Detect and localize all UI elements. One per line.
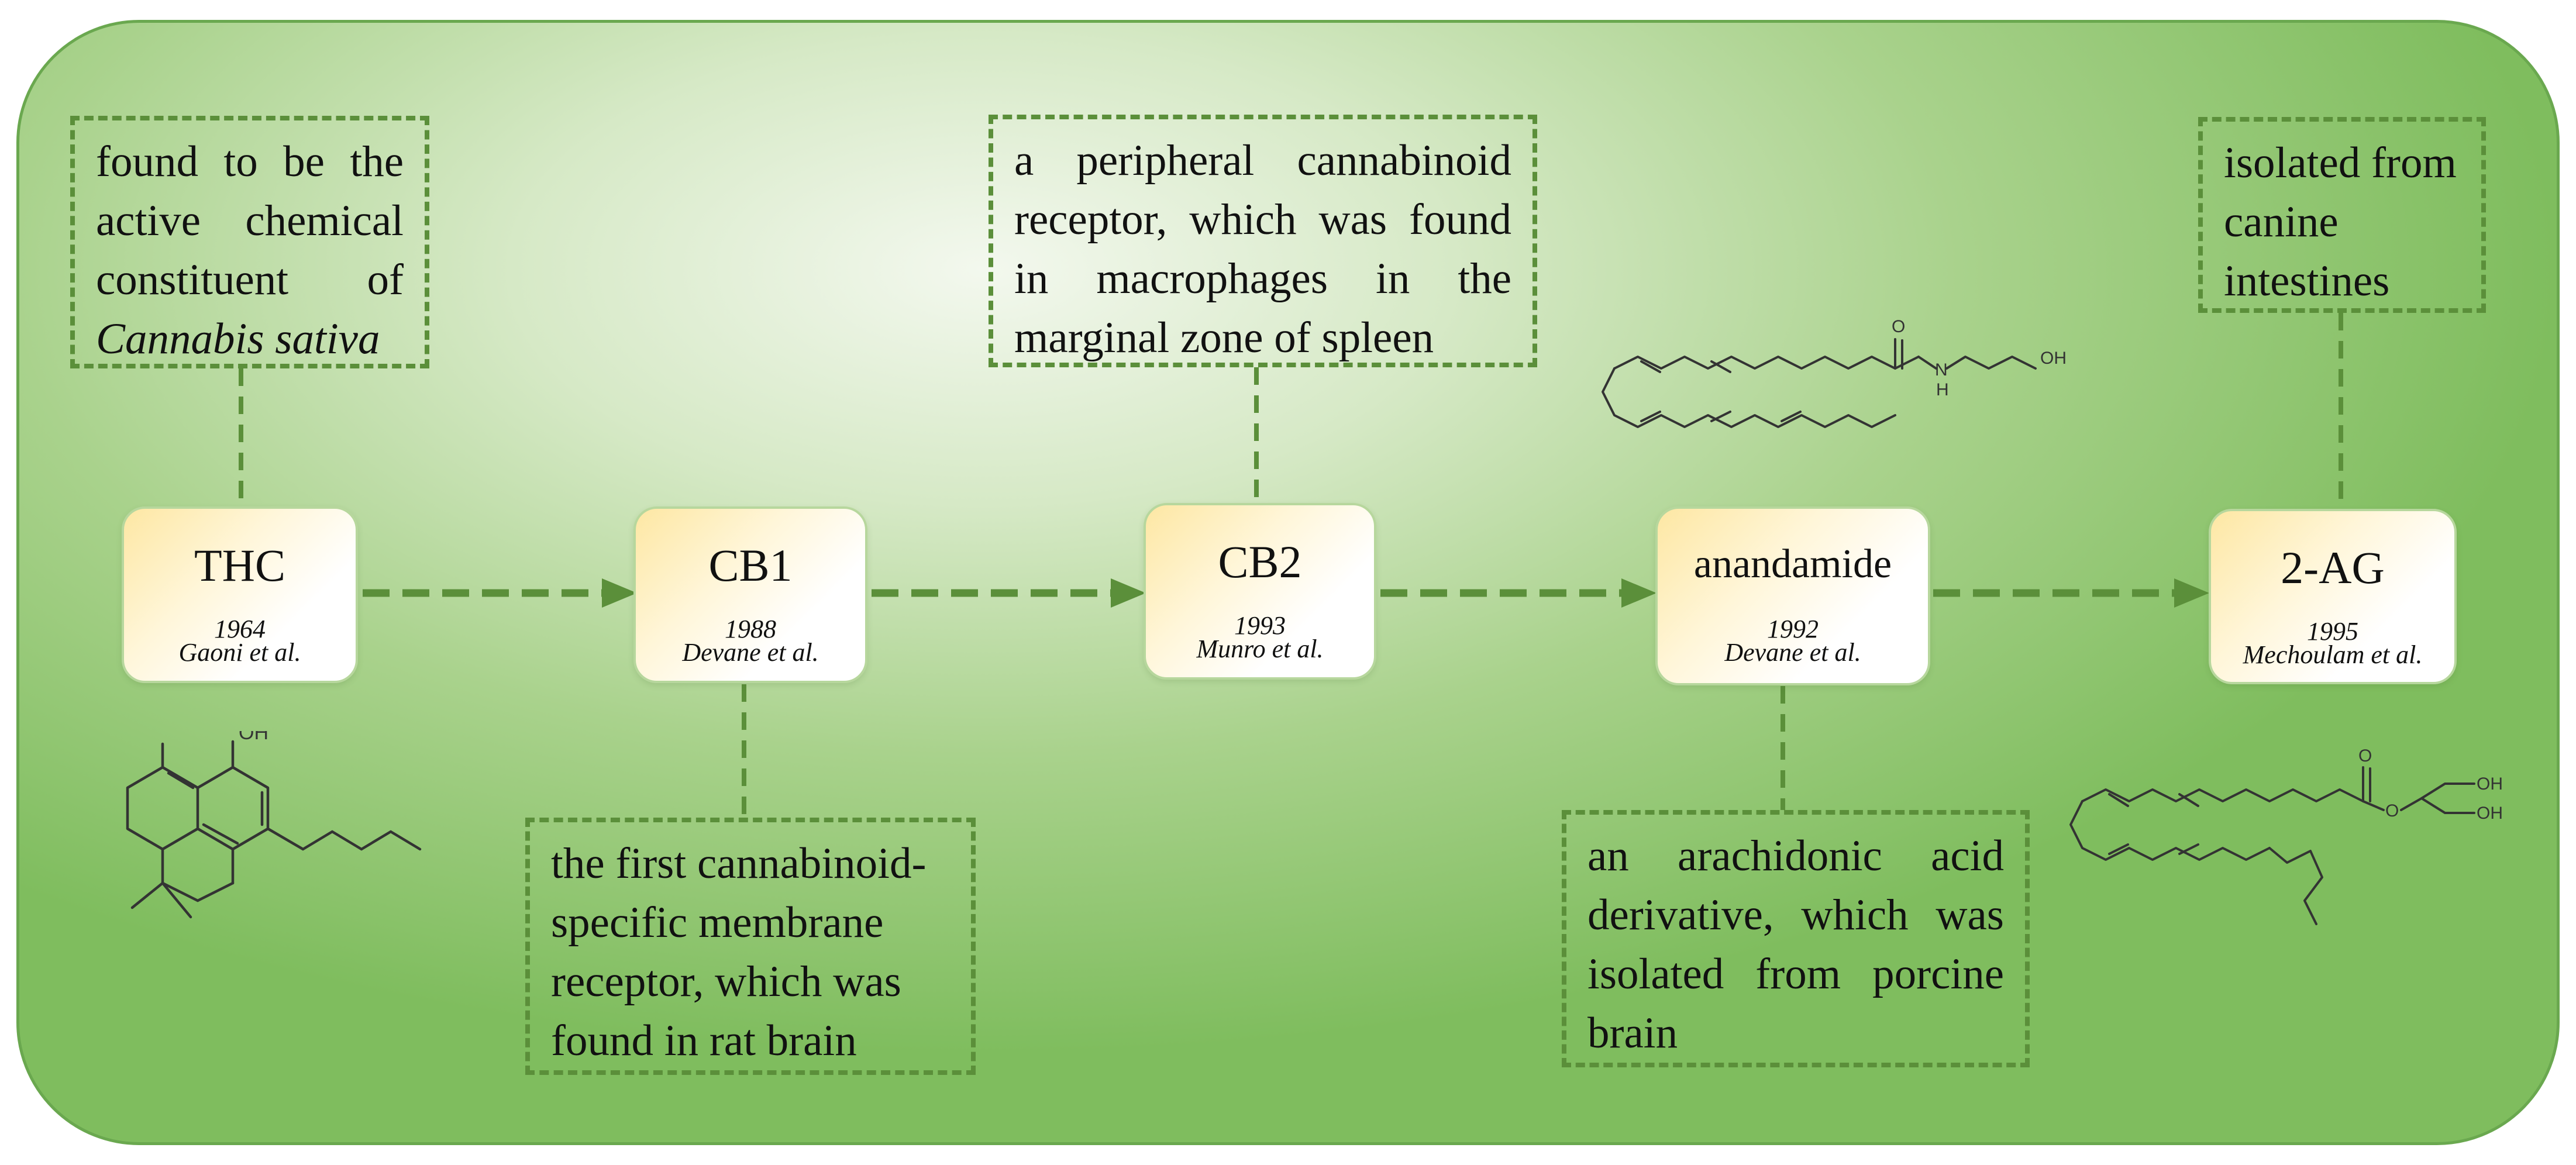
note-anandamide-line: isolated from porcine (1587, 950, 2004, 998)
node-cb1-authors: Devane et al. (682, 638, 819, 667)
node-cb2-authors: Munro et al. (1196, 635, 1324, 663)
note-thc-line: constituent of (96, 256, 404, 304)
note-anandamide-line: derivative, which was (1587, 891, 2004, 939)
node-cb1-label: CB1 (708, 540, 793, 591)
note-cb1-line: receptor, which was (551, 957, 901, 1006)
note-cb1-line: found in rat brain (551, 1016, 857, 1065)
note-thc-line: active chemical (96, 197, 404, 245)
node-2ag: 2-AG 1995 Mechoulam et al. (2209, 509, 2457, 684)
node-thc-year: 1964 (214, 615, 266, 643)
note-cb2-line: receptor, which was found (1014, 195, 1511, 244)
note-cb2-line: marginal zone of spleen (1014, 313, 1434, 362)
2ag-carbonyl-o-label: O (2358, 746, 2372, 766)
anandamide-oh-label: OH (2040, 349, 2067, 368)
2ag-oh-bottom-label: OH (2477, 804, 2503, 823)
note-anandamide-line: brain (1587, 1009, 1678, 1057)
note-anandamide: an arachidonic acid derivative, which wa… (1562, 810, 2030, 1067)
node-thc: THC 1964 Gaoni et al. (122, 506, 358, 683)
2ag-ester-o-label: O (2385, 801, 2399, 821)
node-anandamide-authors: Devane et al. (1724, 638, 1861, 667)
note-cb2: a peripheral cannabinoid receptor, which… (989, 115, 1537, 367)
note-cb1-line: specific membrane (551, 898, 884, 947)
node-anandamide-label: anandamide (1693, 542, 1892, 587)
node-thc-label: THC (194, 540, 285, 591)
node-thc-authors: Gaoni et al. (178, 638, 301, 667)
note-thc: found to be the active chemical constitu… (70, 116, 429, 368)
node-cb2: CB2 1993 Munro et al. (1144, 503, 1376, 680)
2ag-structure: O O OH OH (2069, 746, 2503, 925)
note-2ag: isolated from canine intestines (2198, 117, 2486, 313)
note-cb2-line: a peripheral cannabinoid (1014, 136, 1511, 185)
anandamide-n-label: N (1935, 360, 1948, 380)
note-2ag-line: isolated from (2224, 139, 2457, 187)
node-anandamide: anandamide 1992 Devane et al. (1655, 506, 1930, 685)
node-anandamide-year: 1992 (1767, 615, 1819, 643)
note-cb1-line: the first cannabinoid- (551, 839, 927, 888)
node-cb1: CB1 1988 Devane et al. (633, 506, 867, 683)
thc-structure: OH (126, 731, 422, 919)
node-cb2-label: CB2 (1218, 536, 1302, 587)
note-anandamide-line: an arachidonic acid (1587, 832, 2004, 880)
2ag-oh-top-label: OH (2477, 774, 2503, 794)
node-2ag-year: 1995 (2307, 617, 2358, 646)
note-2ag-line: canine (2224, 198, 2339, 246)
node-2ag-label: 2-AG (2281, 542, 2385, 593)
anandamide-o-label: O (1892, 317, 1905, 336)
note-thc-line: found to be the (96, 137, 404, 186)
note-2ag-line: intestines (2224, 257, 2390, 305)
node-cb2-year: 1993 (1234, 611, 1286, 640)
note-thc-species: Cannabis sativa (96, 315, 380, 363)
anandamide-h-label: H (1936, 380, 1949, 399)
anandamide-structure: O N H OH (1602, 317, 2067, 428)
note-cb1: the first cannabinoid- specific membrane… (525, 818, 976, 1075)
thc-oh-label: OH (239, 731, 268, 744)
note-cb2-line: in macrophages in the (1014, 254, 1511, 303)
node-cb1-year: 1988 (725, 615, 776, 643)
node-2ag-authors: Mechoulam et al. (2243, 640, 2423, 669)
